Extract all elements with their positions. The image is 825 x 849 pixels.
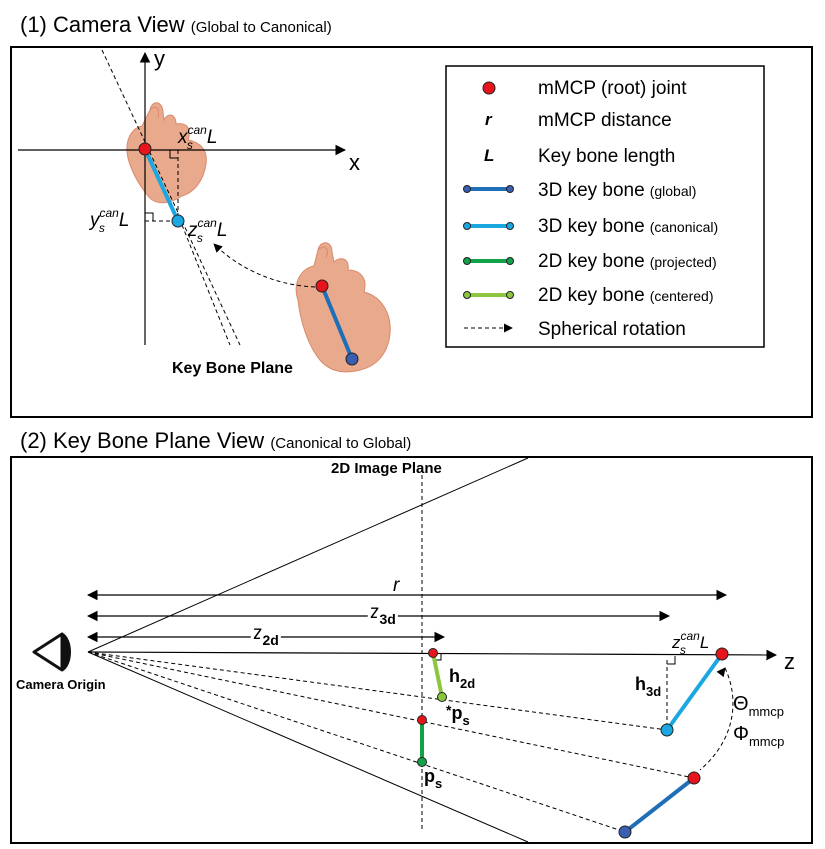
legend: r L mMCP <box>445 65 765 348</box>
panel-1-title: (1) Camera View (Global to Canonical) <box>20 12 332 38</box>
legend-global-bone-icon <box>463 185 514 193</box>
camera-eye-icon <box>32 632 71 672</box>
legend-L-symbol: L <box>484 146 494 165</box>
legend-canonical-bone-icon <box>463 222 514 230</box>
centered-2d-bone <box>431 652 444 698</box>
key-bone-plane-line-lower <box>181 224 231 346</box>
ray-to-global-root <box>87 651 695 779</box>
z-axis-label: z <box>784 649 795 674</box>
theta-mmcp-label: Θmmcp <box>733 693 784 719</box>
projected-root-joint <box>417 715 427 725</box>
root-joint-global <box>315 279 329 293</box>
key-bone-plane-view-panel <box>10 456 813 844</box>
canonical-key-bone <box>143 148 180 222</box>
legend-label-centered-bone: 2D key bone(centered) <box>538 285 714 306</box>
frustum-line-lower <box>87 651 529 843</box>
legend-r-symbol: r <box>485 110 493 129</box>
global-3d-bone <box>623 776 696 834</box>
centered-end-joint <box>437 692 447 702</box>
panel-2-title-main: (2) Key Bone Plane View <box>20 428 265 453</box>
phi-mmcp-label: Φmmcp <box>733 723 784 749</box>
legend-label-global-bone: 3D key bone(global) <box>538 180 696 201</box>
centered-root-joint <box>428 648 438 658</box>
canonical-3d-bone <box>665 652 724 732</box>
bone-end-joint-global <box>345 352 359 366</box>
hand-global-illustration <box>295 242 391 373</box>
camera-origin-label: Camera Origin <box>16 677 106 692</box>
right-angle-mark-x <box>169 150 178 159</box>
legend-label-canonical-bone: 3D key bone(canonical) <box>538 216 718 237</box>
legend-box <box>445 65 765 348</box>
global-key-bone <box>320 285 354 360</box>
rotation-arc <box>699 667 734 771</box>
right-angle-mark-3d <box>667 656 676 665</box>
image-plane-label: 2D Image Plane <box>331 460 442 477</box>
legend-label-mmcp-distance: mMCP distance <box>538 110 672 131</box>
panel-1-title-sub: (Global to Canonical) <box>190 19 332 36</box>
key-bone-plane-label: Key Bone Plane <box>172 360 293 377</box>
panel-2-title-sub: (Canonical to Global) <box>270 435 412 452</box>
ray-to-global-end <box>87 651 626 833</box>
p-star-label: *ps <box>446 702 470 728</box>
legend-label-root-joint: mMCP (root) joint <box>538 78 687 99</box>
hand-canonical-illustration <box>126 102 207 204</box>
r-distance-label: r <box>393 575 400 596</box>
canonical-3d-end-joint <box>660 723 674 737</box>
panel-2-title: (2) Key Bone Plane View (Canonical to Gl… <box>20 428 411 454</box>
key-bone-plane-line-upper <box>101 49 241 346</box>
p-label: ps <box>424 766 442 791</box>
rotation-arc-arrowhead <box>716 667 726 678</box>
legend-label-spherical-rotation: Spherical rotation <box>538 319 686 340</box>
z3d-label: z3d <box>370 602 396 627</box>
global-3d-root-joint <box>687 771 701 785</box>
bone-end-joint-canonical <box>171 214 185 228</box>
y-axis-label: y <box>154 46 165 71</box>
ray-to-canonical-end <box>87 651 668 731</box>
h3d-label: h3d <box>635 674 661 699</box>
legend-centered-bone-icon <box>463 291 514 299</box>
frustum-line-upper <box>87 457 529 653</box>
legend-root-joint-icon <box>482 81 496 95</box>
panel-1-title-main: (1) Camera View <box>20 12 185 37</box>
x-axis-label: x <box>349 150 360 175</box>
legend-projected-bone-icon <box>463 257 514 265</box>
global-3d-end-joint <box>618 825 632 839</box>
canonical-3d-root-joint <box>715 647 729 661</box>
right-angle-mark-y <box>145 212 154 221</box>
h2d-label: h2d <box>449 666 475 691</box>
legend-label-key-bone-length: Key bone length <box>538 146 675 167</box>
legend-label-projected-bone: 2D key bone(projected) <box>538 251 717 272</box>
key-bone-plane-view-diagram: 2D Image Plane z r z3d z2d <box>16 457 795 843</box>
z2d-label: z2d <box>253 623 279 648</box>
root-joint-canonical <box>138 142 152 156</box>
projected-end-joint <box>417 757 427 767</box>
